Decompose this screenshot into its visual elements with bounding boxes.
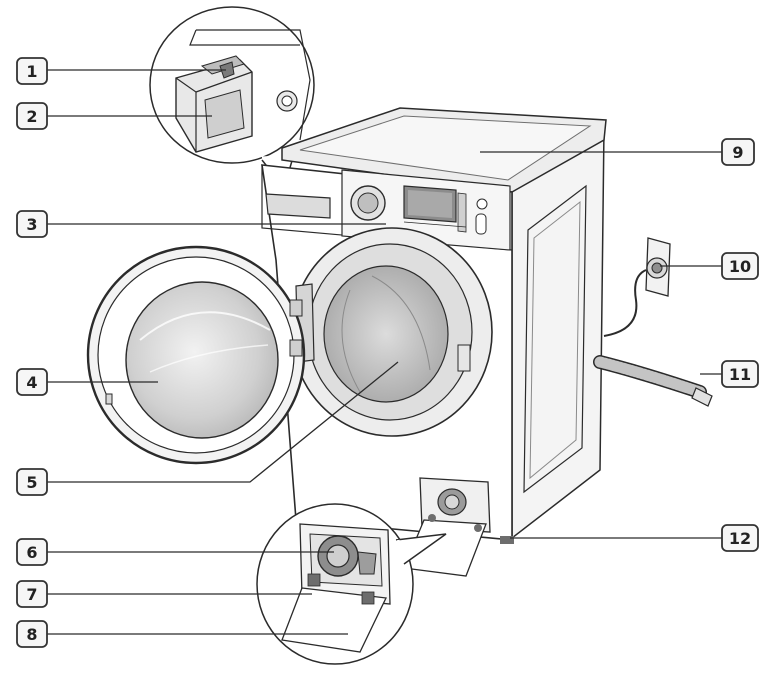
detergent-drawer-magnified-view [149, 6, 315, 190]
callout-number: 7 [26, 585, 37, 604]
callout-6: 6 [16, 538, 48, 566]
callout-number: 8 [26, 625, 37, 644]
callout-1: 1 [16, 57, 48, 85]
callout-number: 6 [26, 543, 37, 562]
callout-number: 3 [26, 215, 37, 234]
callout-4: 4 [16, 368, 48, 396]
callout-8: 8 [16, 620, 48, 648]
callout-number: 4 [26, 373, 37, 392]
callout-number: 9 [732, 143, 743, 162]
leader-lines [46, 69, 722, 635]
callout-number: 2 [26, 107, 37, 126]
callout-10: 10 [721, 252, 759, 280]
callout-11: 11 [721, 360, 759, 388]
callout-number: 12 [729, 529, 751, 548]
callout-number: 1 [26, 62, 37, 81]
washing-machine-body [261, 107, 607, 577]
callout-9: 9 [721, 138, 755, 166]
drain-hose [593, 355, 713, 407]
callout-number: 10 [729, 257, 751, 276]
leader-line-5 [46, 361, 399, 483]
callout-7: 7 [16, 580, 48, 608]
callout-3: 3 [16, 210, 48, 238]
power-plug [603, 237, 671, 337]
open-door [86, 245, 306, 465]
callout-2: 2 [16, 102, 48, 130]
callout-12: 12 [721, 524, 759, 552]
callout-5: 5 [16, 468, 48, 496]
callout-number: 5 [26, 473, 37, 492]
filter-magnified-view [256, 503, 447, 665]
callout-number: 11 [729, 365, 751, 384]
